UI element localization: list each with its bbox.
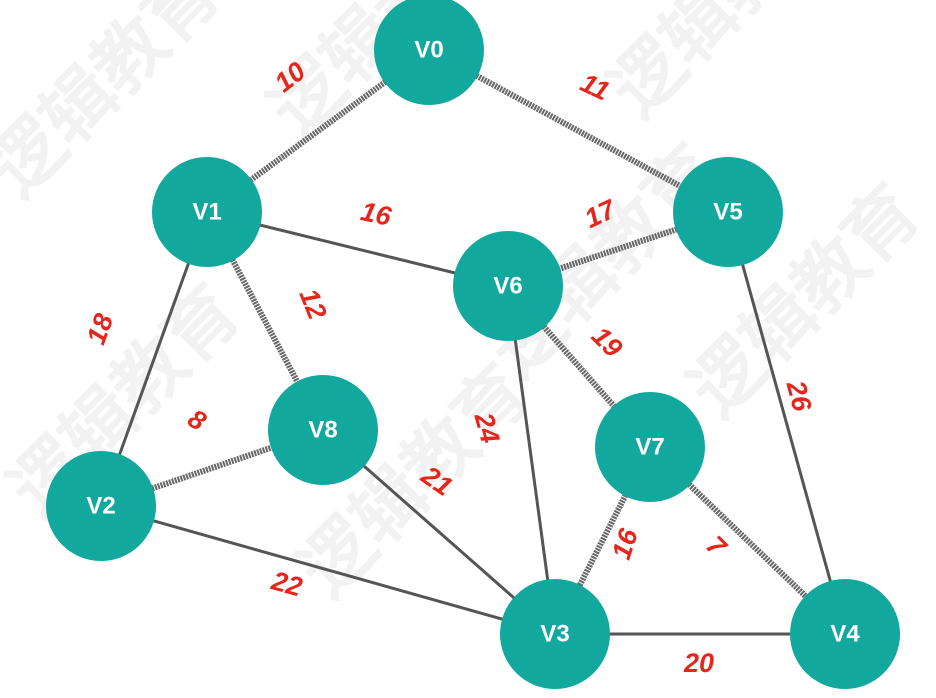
node-label: V5 <box>713 199 742 226</box>
edge-weight-v7-v3: 16 <box>606 524 644 563</box>
node-label: V2 <box>86 493 115 520</box>
node-circle <box>268 375 378 485</box>
node-label: V7 <box>635 434 664 461</box>
node-circle <box>374 0 484 105</box>
edge-weight-v1-v8: 12 <box>293 284 332 323</box>
node-label: V0 <box>414 37 443 64</box>
edge-weight-v1-v6: 16 <box>358 196 395 232</box>
node-v1: V1 <box>152 157 262 267</box>
edge-weight-v1-v2: 18 <box>81 310 119 348</box>
edge-weight-v7-v4: 7 <box>700 530 733 563</box>
node-label: V1 <box>192 199 221 226</box>
node-v3: V3 <box>500 579 610 689</box>
node-v8: V8 <box>268 375 378 485</box>
edge-v0-v5 <box>427 47 730 215</box>
node-circle <box>500 579 610 689</box>
node-circle <box>453 231 563 341</box>
node-label: V6 <box>493 273 522 300</box>
node-v7: V7 <box>595 392 705 502</box>
node-v4: V4 <box>790 579 900 689</box>
node-label: V3 <box>540 621 569 648</box>
node-circle <box>790 579 900 689</box>
node-v6: V6 <box>453 231 563 341</box>
node-circle <box>673 157 783 267</box>
node-v2: V2 <box>46 451 156 561</box>
edge-v5-v4 <box>726 211 847 635</box>
node-circle <box>595 392 705 502</box>
edge-weight-v3-v4: 20 <box>683 648 714 678</box>
watermark-text: 逻辑教育 <box>593 0 856 132</box>
edge-weight-v2-v3: 22 <box>268 565 306 602</box>
node-label: V8 <box>308 417 337 444</box>
node-circle <box>46 451 156 561</box>
node-label: V4 <box>830 621 860 648</box>
edge-weight-v5-v4: 26 <box>780 377 817 416</box>
node-v5: V5 <box>673 157 783 267</box>
edge-weight-v2-v8: 8 <box>183 403 212 436</box>
edge-v6-v3 <box>506 285 557 635</box>
node-circle <box>152 157 262 267</box>
node-v0: V0 <box>374 0 484 105</box>
edge-v2-v3 <box>100 504 556 636</box>
